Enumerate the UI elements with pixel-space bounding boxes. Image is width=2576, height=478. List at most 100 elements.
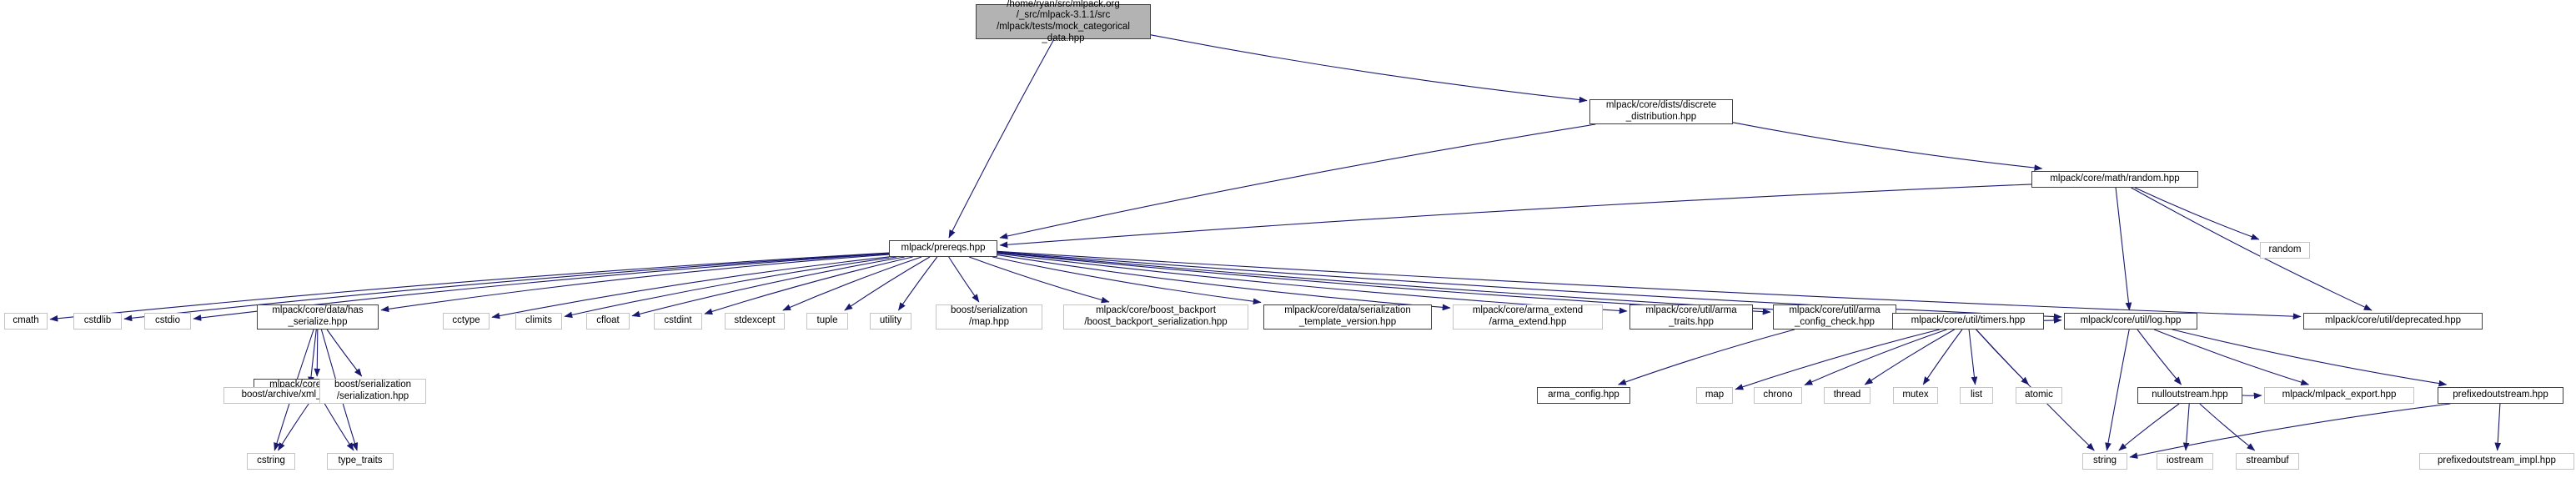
graph-edge-armacfgchk-to-armacfg xyxy=(1617,329,1795,385)
graph-edge-prefixed-to-prefiximpl xyxy=(2494,403,2502,451)
graph-edge-log-to-prefixed xyxy=(2172,329,2448,387)
graph-node-climits[interactable]: climits xyxy=(515,313,562,330)
graph-edge-root-to-discrete xyxy=(1150,34,1588,103)
graph-edge-random-to-deprecated xyxy=(2131,187,2373,311)
graph-node-label: prefixedoutstream.hpp xyxy=(2453,390,2548,400)
graph-node-label: cmath xyxy=(13,315,39,326)
graph-edge-prereqs-to-deprecated xyxy=(997,250,2302,320)
graph-node-label: mlpack/core/util/arma _traits.hpp xyxy=(1645,305,1737,327)
graph-edge-prereqs-to-log xyxy=(997,251,2062,320)
graph-node-label: cstdlib xyxy=(83,315,112,326)
graph-node-cmath[interactable]: cmath xyxy=(4,313,48,330)
graph-edge-timers-to-chrono xyxy=(1804,329,1947,386)
graph-node-timers[interactable]: mlpack/core/util/timers.hpp xyxy=(1892,313,2044,330)
graph-node-log[interactable]: mlpack/core/util/log.hpp xyxy=(2064,313,2197,330)
graph-edge-random-to-prereqs xyxy=(999,184,2032,249)
graph-node-map[interactable]: map xyxy=(1696,387,1733,404)
graph-node-iostream[interactable]: iostream xyxy=(2157,453,2213,470)
graph-node-nullout[interactable]: nulloutstream.hpp xyxy=(2137,387,2242,404)
graph-node-root[interactable]: /home/ryan/src/mlpack.org /_src/mlpack-3… xyxy=(976,0,1151,43)
graph-edge-prereqs-to-timers xyxy=(997,252,1891,319)
graph-node-cfloat[interactable]: cfloat xyxy=(586,313,630,330)
graph-edge-timers-to-thread xyxy=(1864,329,1955,385)
graph-node-label: tuple xyxy=(816,315,838,326)
graph-node-cstring[interactable]: cstring xyxy=(247,453,295,470)
graph-node-label: cctype xyxy=(452,315,480,326)
graph-node-label: mlpack/core/dists/discrete _distribution… xyxy=(1605,100,1717,122)
graph-node-mutex[interactable]: mutex xyxy=(1893,387,1938,404)
graph-node-label: arma_config.hpp xyxy=(1548,390,1619,400)
graph-node-boostser[interactable]: boost/serialization /serialization.hpp xyxy=(319,379,426,404)
graph-node-prefiximpl[interactable]: prefixedoutstream_impl.hpp xyxy=(2419,453,2574,470)
graph-edge-prereqs-to-cctype xyxy=(491,256,890,320)
graph-edge-prereqs-to-armaext xyxy=(997,254,1451,311)
graph-node-sertmpl[interactable]: mlpack/core/data/serialization _template… xyxy=(1263,304,1432,330)
graph-edge-prereqs-to-climits xyxy=(564,256,897,319)
graph-node-typetraits[interactable]: type_traits xyxy=(327,453,394,470)
graph-node-list[interactable]: list xyxy=(1960,387,1993,404)
graph-node-discrete[interactable]: mlpack/core/dists/discrete _distribution… xyxy=(1589,99,1733,124)
graph-node-label: cstring xyxy=(257,455,285,466)
graph-node-cstdint[interactable]: cstdint xyxy=(654,313,702,330)
graph-node-cctype[interactable]: cctype xyxy=(443,313,490,330)
graph-node-label: cfloat xyxy=(596,315,620,326)
graph-edge-sfinae-to-cstring xyxy=(278,403,309,451)
graph-node-label: mutex xyxy=(1902,390,1929,400)
graph-node-label: mlpack/core/util/deprecated.hpp xyxy=(2324,315,2461,326)
graph-node-atomic[interactable]: atomic xyxy=(2016,387,2062,404)
graph-edge-random-to-log xyxy=(2115,187,2132,311)
graph-edge-hasserial-to-boostser xyxy=(326,329,363,377)
graph-node-prefixed[interactable]: prefixedoutstream.hpp xyxy=(2438,387,2563,404)
graph-node-label: boost/serialization /map.hpp xyxy=(950,305,1028,327)
graph-edge-prereqs-to-stdexcept xyxy=(782,256,922,311)
graph-edge-prereqs-to-armacfgchk xyxy=(997,252,1771,315)
graph-node-cstdio[interactable]: cstdio xyxy=(144,313,191,330)
graph-node-stdexcept[interactable]: stdexcept xyxy=(725,313,785,330)
graph-edge-prereqs-to-cstdint xyxy=(704,256,913,315)
graph-node-streambuf[interactable]: streambuf xyxy=(2236,453,2299,470)
graph-node-chrono[interactable]: chrono xyxy=(1754,387,1802,404)
graph-node-armacfgchk[interactable]: mlpack/core/util/arma _config_check.hpp xyxy=(1773,304,1896,330)
graph-edge-prereqs-to-utility xyxy=(897,256,938,311)
graph-node-cstdlib[interactable]: cstdlib xyxy=(73,313,122,330)
graph-node-armatraits[interactable]: mlpack/core/util/arma _traits.hpp xyxy=(1629,304,1753,330)
graph-node-tuple[interactable]: tuple xyxy=(806,313,848,330)
graph-node-thread[interactable]: thread xyxy=(1824,387,1870,404)
graph-node-label: iostream xyxy=(2166,455,2204,466)
graph-edge-root-to-prereqs xyxy=(948,38,1055,239)
graph-node-label: thread xyxy=(1833,390,1861,400)
graph-node-random[interactable]: mlpack/core/math/random.hpp xyxy=(2031,171,2198,188)
graph-edge-timers-to-map xyxy=(1735,329,1940,390)
graph-node-label: string xyxy=(2092,455,2117,466)
graph-node-label: mlpack/core/util/timers.hpp xyxy=(1911,315,2026,326)
graph-edge-prereqs-to-hasserial xyxy=(380,254,890,313)
graph-edge-prereqs-to-tuple xyxy=(844,256,931,311)
graph-edge-prereqs-to-cfloat xyxy=(631,256,905,318)
graph-node-label: mlpack/prereqs.hpp xyxy=(901,243,986,254)
graph-node-prereqs[interactable]: mlpack/prereqs.hpp xyxy=(889,240,997,257)
graph-edge-log-to-nullout xyxy=(2137,329,2182,385)
graph-node-hasserial[interactable]: mlpack/core/data/has _serialize.hpp xyxy=(257,304,379,330)
graph-node-boostmap[interactable]: boost/serialization /map.hpp xyxy=(936,304,1042,330)
graph-node-string[interactable]: string xyxy=(2082,453,2127,470)
graph-node-label: cstdint xyxy=(664,315,692,326)
graph-node-label: streambuf xyxy=(2246,455,2289,466)
graph-node-randomsys[interactable]: random xyxy=(2260,242,2310,259)
graph-node-export[interactable]: mlpack/mlpack_export.hpp xyxy=(2264,387,2414,404)
graph-node-armaext[interactable]: mlpack/core/arma_extend /arma_extend.hpp xyxy=(1453,304,1603,330)
graph-edge-discrete-to-random xyxy=(1732,122,2043,171)
graph-node-utility[interactable]: utility xyxy=(870,313,911,330)
graph-node-armacfg[interactable]: arma_config.hpp xyxy=(1537,387,1630,404)
graph-edge-prereqs-to-cstdlib xyxy=(123,253,890,322)
graph-edge-sfinae-to-typetraits xyxy=(324,403,354,451)
graph-node-bkport[interactable]: mlpack/core/boost_backport /boost_backpo… xyxy=(1063,304,1248,330)
graph-node-deprecated[interactable]: mlpack/core/util/deprecated.hpp xyxy=(2303,313,2483,330)
graph-edge-prefixed-to-string xyxy=(2129,403,2451,459)
graph-edge-prereqs-to-cmath xyxy=(49,252,890,322)
graph-edge-discrete-to-prereqs xyxy=(999,123,1596,239)
graph-node-label: mlpack/core/math/random.hpp xyxy=(2050,174,2180,184)
graph-edge-nullout-to-iostream xyxy=(2182,403,2190,451)
graph-node-label: mlpack/core/data/has _serialize.hpp xyxy=(272,305,364,327)
